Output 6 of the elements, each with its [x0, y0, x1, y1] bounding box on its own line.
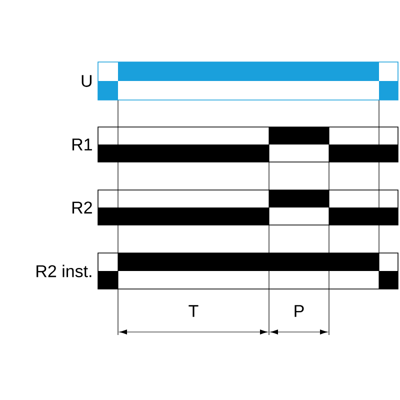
signal-label: R2	[72, 202, 92, 214]
signal-label: R2 inst.	[36, 264, 92, 278]
dimension-label: T	[188, 305, 198, 317]
signal-label: R1	[72, 138, 92, 150]
dimension-label: P	[294, 305, 304, 317]
signal-label: U	[82, 75, 92, 87]
